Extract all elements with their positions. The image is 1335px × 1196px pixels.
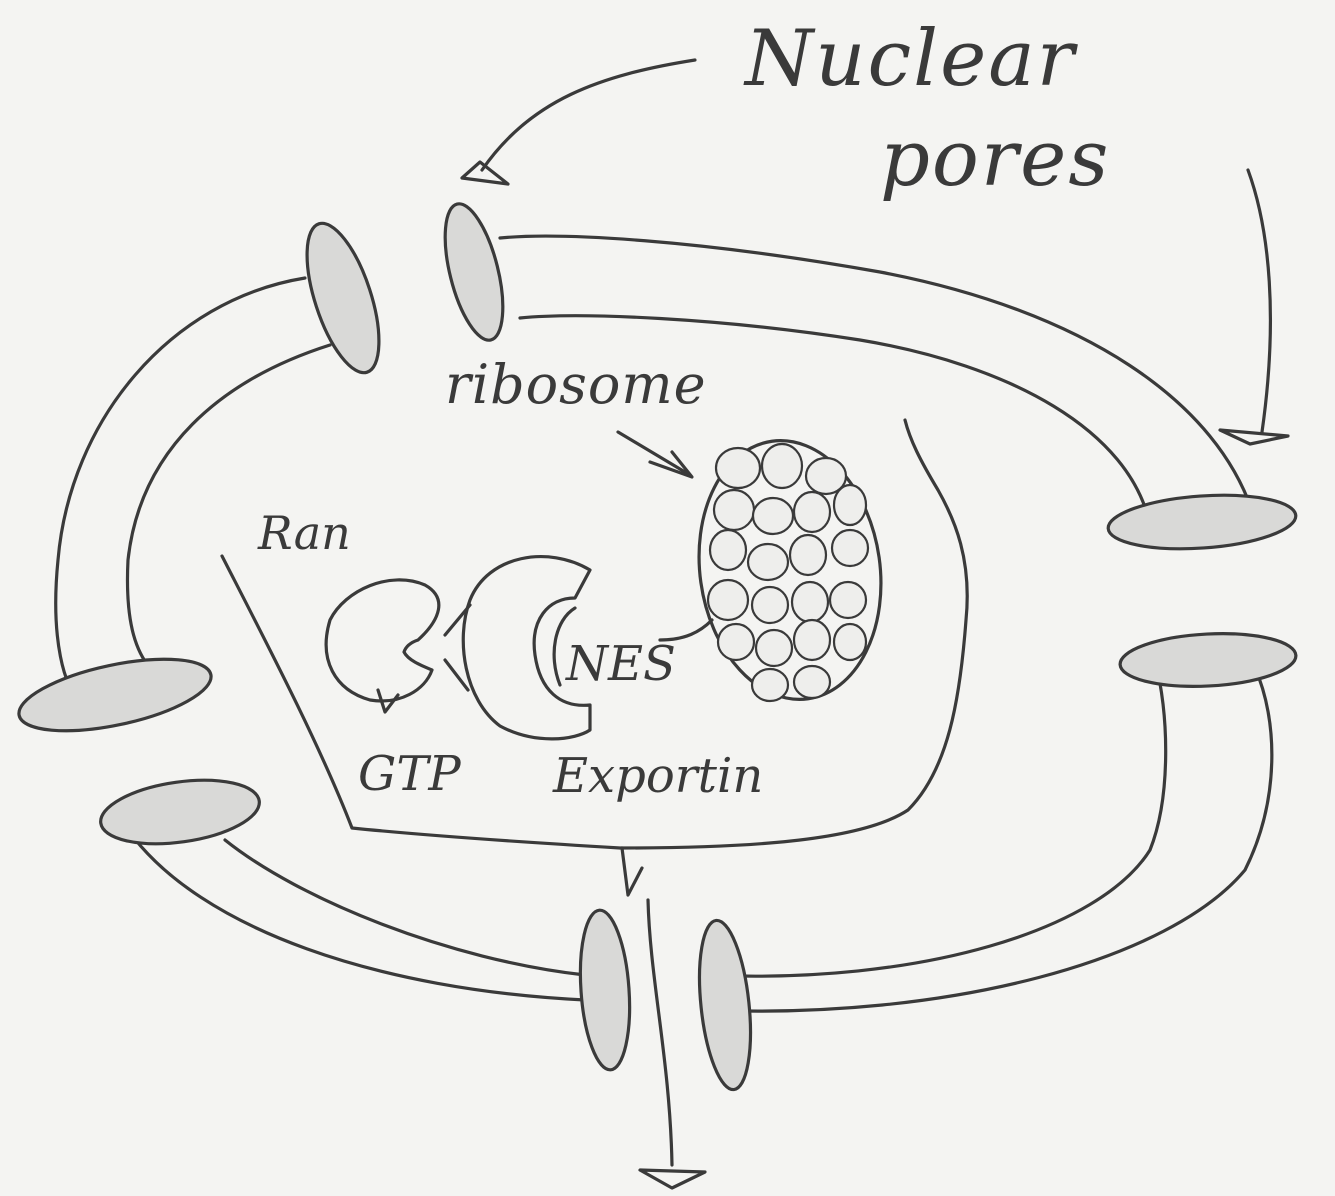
nuclear-pore-bottom-left xyxy=(575,909,634,1072)
label-exportin: Exportin xyxy=(553,752,763,800)
nuclear-pore-left-upper xyxy=(13,645,217,744)
arrow-to-right-pore xyxy=(1248,170,1270,432)
arrow-to-top-pore xyxy=(482,60,695,170)
label-nuclear: Nuclear xyxy=(745,20,1076,98)
arrow-to-right-pore-head xyxy=(1220,430,1288,444)
nuclear-pore-right-upper xyxy=(1106,490,1297,555)
exit-arrow-line xyxy=(648,900,672,1165)
nuclear-pore-top-right xyxy=(434,198,514,345)
arrow-to-top-pore-head xyxy=(462,162,508,184)
label-gtp: GTP xyxy=(358,750,461,798)
label-pores: pores xyxy=(880,120,1110,198)
label-nes: NES xyxy=(566,640,676,688)
arrow-to-ribosome xyxy=(618,432,690,475)
label-ran: Ran xyxy=(258,510,351,556)
nuclear-pore-top-left xyxy=(292,215,393,381)
exit-arrow-head xyxy=(640,1170,705,1188)
label-ribosome: ribosome xyxy=(445,358,707,412)
ran-gtp-protein xyxy=(326,580,439,701)
nuclear-pore-right-lower xyxy=(1119,629,1297,690)
nuclear-pore-bottom-right xyxy=(692,918,758,1092)
export-channel-left xyxy=(622,848,642,895)
nuclear-pore-left-lower xyxy=(97,771,264,853)
